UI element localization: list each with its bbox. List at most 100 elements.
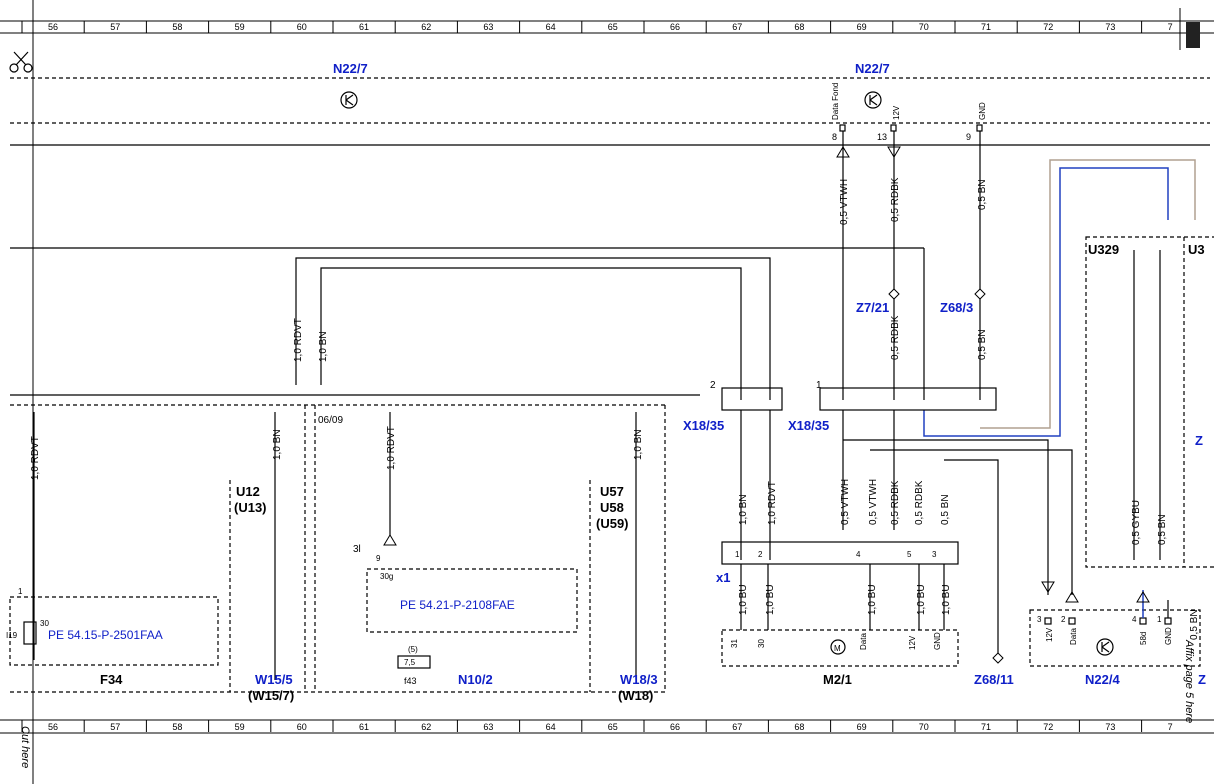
wire-rdbk-a: 0,5 RDBK: [890, 480, 901, 525]
ruler-label: 68: [794, 722, 804, 732]
u12-label: U12: [236, 484, 260, 499]
z68-11-label: Z68/11: [974, 672, 1014, 687]
ruler-label: 60: [297, 722, 307, 732]
pin-30g: 30g: [380, 572, 393, 581]
wire-bn-edge: 0,5 BN: [1189, 609, 1200, 640]
wire-blue: [923, 167, 1169, 437]
wire-rdvt-n10: 1,0 RDVT: [386, 426, 397, 470]
ruler-label: 61: [359, 722, 369, 732]
ruler-label: 69: [857, 722, 867, 732]
ruler-label: 65: [608, 722, 618, 732]
pin-3-n22-4: 3: [1037, 615, 1042, 624]
ruler-label: 7: [1168, 722, 1173, 732]
svg-text:M: M: [834, 644, 841, 653]
wire-vtwh-a: 0,5 VTWH: [840, 479, 851, 525]
wire-rdvt-1: 1,0 RDVT: [293, 318, 304, 362]
n22-7-label-right: N22/7: [855, 61, 890, 76]
ruler-label: 67: [732, 722, 742, 732]
ruler-label: 64: [546, 722, 556, 732]
w15-5-label: W15/5: [255, 672, 293, 687]
fuse-rating: 7,5: [404, 658, 416, 667]
z-edge-label-2: Z: [1195, 433, 1203, 448]
u59-label: (U59): [596, 516, 629, 531]
wire-bn-x18: 1,0 BN: [738, 494, 749, 525]
u3-label: U3: [1188, 242, 1205, 257]
wire-bu-5: 1,0 BU: [941, 584, 952, 615]
wire-bu-1: 1,0 BU: [738, 584, 749, 615]
ruler-label: 72: [1043, 722, 1053, 732]
wire-rdbk-b: 0,5 RDBK: [914, 480, 925, 525]
pin-13: 13: [877, 132, 887, 142]
ruler-label: 70: [919, 722, 929, 732]
page-marker-icon: [1186, 22, 1200, 48]
ruler-bottom: [0, 719, 1214, 734]
pin-data-fond: Data Fond: [831, 83, 840, 120]
wire-gybu: 0,5 GYBU: [1131, 500, 1142, 545]
pin-9-n10: 9: [376, 554, 381, 563]
pin-1-n22-4: 1: [1157, 615, 1162, 624]
n22-4-label: N22/4: [1085, 672, 1120, 687]
ruler-label: 63: [483, 22, 493, 32]
ruler-label: 57: [110, 22, 120, 32]
w18-3-label: W18/3: [620, 672, 658, 687]
wire-bn-low: 0,5 BN: [940, 494, 951, 525]
pin-9: 9: [966, 132, 971, 142]
pin-12v: 12V: [892, 105, 901, 120]
u13-label: (U13): [234, 500, 267, 515]
pin-gnd-m2: GND: [933, 632, 942, 650]
ruler-label: 59: [235, 722, 245, 732]
pe-54-21-ref[interactable]: PE 54.21-P-2108FAE: [400, 598, 515, 612]
ruler-label: 73: [1105, 22, 1115, 32]
pin-3-x1: 3: [932, 550, 937, 559]
ruler-label: 70: [919, 22, 929, 32]
wire-rdvt-left: 1,0 RDVT: [30, 436, 41, 480]
pin-1-x1: 1: [735, 550, 740, 559]
u58-label: U58: [600, 500, 624, 515]
pin-1-x18b: 1: [816, 380, 822, 391]
ruler-label: 58: [172, 22, 182, 32]
pin-data-m2: Data: [859, 633, 868, 650]
pin-f5: (5): [408, 645, 418, 654]
w15-7-label: (W15/7): [248, 688, 294, 703]
ruler-label: 65: [608, 22, 618, 32]
ruler-label: 58: [172, 722, 182, 732]
motor-icon: M: [830, 639, 846, 655]
pin-1-f34: 1: [18, 587, 23, 596]
pe-54-15-ref[interactable]: PE 54.15-P-2501FAA: [48, 628, 163, 642]
z7-21-label: Z7/21: [856, 300, 889, 315]
transistor-icon: [340, 91, 358, 109]
pin-2-x18a: 2: [710, 380, 716, 391]
wire-beige: [980, 159, 1196, 429]
wire-rdbk-mid: 0,5 RDBK: [890, 315, 901, 360]
pin-8: 8: [832, 132, 837, 142]
wire-vtwh-b: 0,5 VTWH: [868, 479, 879, 525]
n22-7-label-left: N22/7: [333, 61, 368, 76]
ruler-label: 62: [421, 722, 431, 732]
ruler-label: 66: [670, 22, 680, 32]
ruler-top: [0, 20, 1214, 34]
wire-bn-u329: 0,5 BN: [1157, 514, 1168, 545]
ruler-label: 60: [297, 22, 307, 32]
wire-bn-mid: 0,5 BN: [977, 329, 988, 360]
ruler-label: 73: [1105, 722, 1115, 732]
pin-12v-m2: 12V: [908, 635, 917, 650]
pin-4-n22-4: 4: [1132, 615, 1137, 624]
cut-here-label: Cut here: [19, 726, 31, 768]
n10-2-label: N10/2: [458, 672, 493, 687]
ruler-label: 71: [981, 722, 991, 732]
wire-bn-w18: 1,0 BN: [633, 429, 644, 460]
pin-30-f34: 30: [40, 619, 49, 628]
m2-1-label: M2/1: [823, 672, 852, 687]
f43-label: f43: [404, 676, 417, 686]
transistor-icon: [864, 91, 882, 109]
u57-label: U57: [600, 484, 624, 499]
wire-rdbk-top: 0,5 RDBK: [890, 177, 901, 222]
f34-label: F34: [100, 672, 123, 687]
w18-label: (W18): [618, 688, 653, 703]
pin-i19: I19: [6, 631, 18, 640]
pin-gnd: GND: [978, 102, 987, 120]
pin-2-x1: 2: [758, 550, 763, 559]
wire-bn-1: 1,0 BN: [318, 331, 329, 362]
u329-label: U329: [1088, 242, 1119, 257]
